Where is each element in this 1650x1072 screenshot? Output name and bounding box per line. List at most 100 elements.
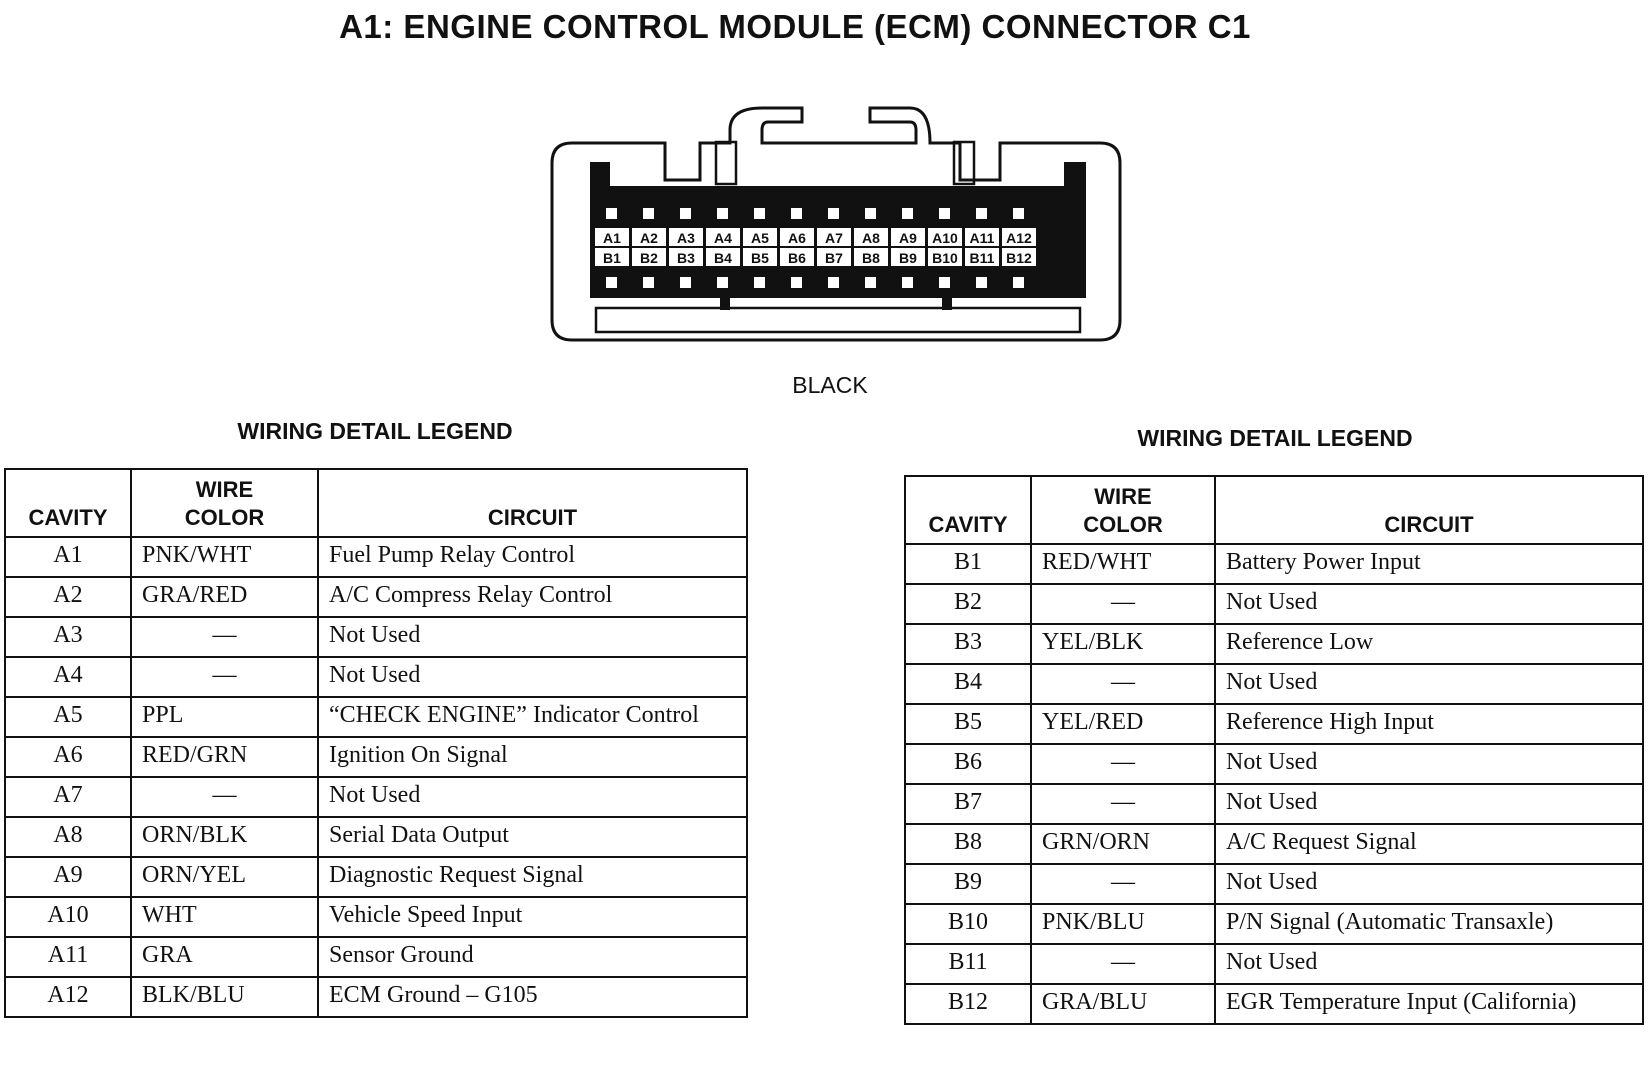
- cavity-cell: A5: [4, 696, 132, 738]
- cavity-cell: A4: [4, 656, 132, 698]
- wire-color-cell: YEL/BLK: [1030, 623, 1216, 665]
- circuit-cell: Reference High Input: [1214, 703, 1644, 745]
- wire-color-cell: PPL: [130, 696, 319, 738]
- table-row: B4—Not Used: [904, 663, 1644, 705]
- pin-cell: [854, 248, 888, 266]
- page-title: A1: ENGINE CONTROL MODULE (ECM) CONNECTO…: [339, 8, 1251, 45]
- column-header-wire: WIRE: [195, 477, 254, 502]
- terminal-top: [1013, 208, 1024, 219]
- cavity-cell: A10: [4, 896, 132, 938]
- pin-label: B8: [862, 250, 880, 266]
- pin-label: A6: [788, 230, 806, 246]
- pin-cell: [632, 248, 666, 266]
- pin-cell: [669, 228, 703, 246]
- terminal-top: [643, 208, 654, 219]
- wire-color-cell: —: [130, 656, 319, 698]
- cavity-cell: A2: [4, 576, 132, 618]
- terminal-bottom: [902, 277, 913, 288]
- pin-cell: [965, 228, 999, 246]
- terminal-top: [939, 208, 950, 219]
- pin-cell: [965, 248, 999, 266]
- pin-label: A10: [932, 230, 958, 246]
- circuit-cell: Not Used: [317, 656, 748, 698]
- wire-color-cell: —: [1030, 583, 1216, 625]
- terminal-bottom: [717, 277, 728, 288]
- pin-label: A5: [751, 230, 769, 246]
- circuit-cell: Battery Power Input: [1214, 543, 1644, 585]
- connector-color-label: BLACK: [792, 372, 868, 398]
- terminal-top: [976, 208, 987, 219]
- pin-cell: [706, 228, 740, 246]
- terminal-top: [680, 208, 691, 219]
- pin-cell: [632, 228, 666, 246]
- pin-label: B6: [788, 250, 806, 266]
- pin-label: B9: [899, 250, 917, 266]
- column-header-cavity: CAVITY: [4, 468, 132, 538]
- cavity-cell: B12: [904, 983, 1032, 1025]
- pin-cell: [595, 248, 629, 266]
- terminal-bottom: [680, 277, 691, 288]
- column-header-circuit: CIRCUIT: [317, 468, 748, 538]
- terminal-bottom: [643, 277, 654, 288]
- cavity-cell: B11: [904, 943, 1032, 985]
- circuit-cell: Fuel Pump Relay Control: [317, 536, 748, 578]
- wire-color-cell: PNK/BLU: [1030, 903, 1216, 945]
- terminal-top: [717, 208, 728, 219]
- circuit-cell: Not Used: [1214, 663, 1644, 705]
- column-header-circuit: CIRCUIT: [1214, 475, 1644, 545]
- latch-post-left: [714, 140, 738, 186]
- cavity-cell: B4: [904, 663, 1032, 705]
- pin-label: A9: [899, 230, 917, 246]
- table-row: A4—Not Used: [4, 656, 748, 698]
- circuit-cell: Not Used: [1214, 943, 1644, 985]
- terminal-bottom: [1013, 277, 1024, 288]
- pin-label: B11: [970, 250, 995, 266]
- table-row: B6—Not Used: [904, 743, 1644, 785]
- cavity-cell: A6: [4, 736, 132, 778]
- terminal-bottom: [791, 277, 802, 288]
- pin-label: A1: [603, 230, 621, 246]
- cavity-cell: A12: [4, 976, 132, 1018]
- cavity-cell: A7: [4, 776, 132, 818]
- circuit-cell: Sensor Ground: [317, 936, 748, 978]
- pin-label: A8: [862, 230, 880, 246]
- circuit-cell: Not Used: [1214, 783, 1644, 825]
- pin-cell: [854, 228, 888, 246]
- table-row: B2—Not Used: [904, 583, 1644, 625]
- terminal-bottom: [754, 277, 765, 288]
- pin-label: B12: [1006, 250, 1032, 266]
- cavity-cell: A11: [4, 936, 132, 978]
- pin-cell: [817, 228, 851, 246]
- pin-label: A4: [714, 230, 732, 246]
- column-header-cavity: CAVITY: [904, 475, 1032, 545]
- pin-label: A11: [970, 230, 995, 246]
- wire-color-cell: BLK/BLU: [130, 976, 319, 1018]
- circuit-cell: Ignition On Signal: [317, 736, 748, 778]
- wire-color-cell: RED/GRN: [130, 736, 319, 778]
- circuit-cell: “CHECK ENGINE” Indicator Control: [317, 696, 748, 738]
- wire-color-cell: —: [1030, 943, 1216, 985]
- cavity-cell: B9: [904, 863, 1032, 905]
- circuit-cell: Vehicle Speed Input: [317, 896, 748, 938]
- wire-color-cell: —: [1030, 863, 1216, 905]
- terminal-bottom: [939, 277, 950, 288]
- wire-color-cell: WHT: [130, 896, 319, 938]
- terminal-top: [791, 208, 802, 219]
- wire-color-cell: RED/WHT: [1030, 543, 1216, 585]
- pin-cell: [780, 228, 814, 246]
- wire-color-cell: —: [1030, 743, 1216, 785]
- cavity-cell: B2: [904, 583, 1032, 625]
- wire-color-cell: GRN/ORN: [1030, 823, 1216, 865]
- connector-housing: [550, 106, 1122, 342]
- cavity-cell: A1: [4, 536, 132, 578]
- pin-cell: [1002, 248, 1036, 266]
